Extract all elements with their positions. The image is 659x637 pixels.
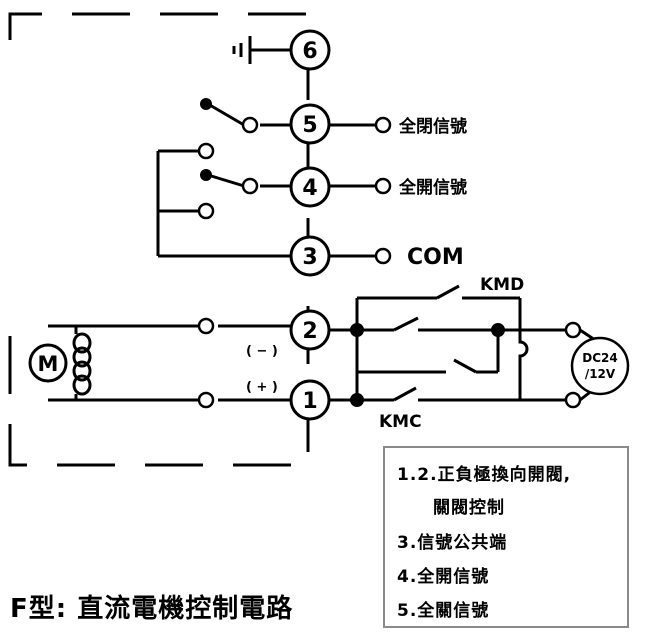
signal-end-t4 bbox=[374, 177, 392, 195]
motor-coil bbox=[72, 326, 92, 400]
legend-box: 1.2.正負極換向開閥, 關閥控制 3.信號公共端 4.全開信號 5.全關信號 bbox=[383, 446, 629, 628]
signal-label-t4: 全開信號 bbox=[398, 177, 467, 198]
svg-text:M: M bbox=[38, 352, 59, 376]
motor-contact-minus bbox=[197, 317, 215, 335]
terminal-6: 6 bbox=[289, 29, 331, 71]
dc-supply-symbol bbox=[570, 336, 630, 396]
svg-text:1: 1 bbox=[302, 389, 317, 414]
signal-label-t3: COM bbox=[407, 245, 464, 270]
supply-contact-top bbox=[564, 321, 582, 339]
page-title: F型: 直流電機控制電路 bbox=[10, 594, 294, 624]
svg-text:3: 3 bbox=[302, 245, 317, 270]
terminal-1: 1 bbox=[289, 379, 331, 421]
legend-line-2: 關閥控制 bbox=[433, 498, 505, 518]
legend-line-3: 3.信號公共端 bbox=[397, 533, 508, 553]
supply-label-2: /12V bbox=[585, 367, 616, 381]
motor-symbol bbox=[28, 343, 68, 383]
com-contact-upper bbox=[197, 142, 215, 160]
supply-contact-bottom bbox=[564, 391, 582, 409]
com-contact-lower bbox=[197, 202, 215, 220]
terminal-2: 2 bbox=[289, 309, 331, 351]
node-dot-t4 bbox=[200, 169, 212, 181]
signal-label-t5: 全閉信號 bbox=[398, 116, 467, 137]
legend-line-4: 4.全開信號 bbox=[397, 567, 490, 587]
svg-text:6: 6 bbox=[302, 39, 317, 64]
signal-end-t5 bbox=[374, 116, 392, 134]
signal-end-t3 bbox=[374, 247, 392, 265]
kmd-label: KMD bbox=[480, 275, 524, 295]
svg-text:2: 2 bbox=[302, 319, 317, 344]
polarity-plus: ( + ) bbox=[246, 380, 278, 395]
legend-line-1: 1.2.正負極換向開閥, bbox=[397, 465, 572, 485]
motor-contact-plus bbox=[197, 391, 215, 409]
terminal-4: 4 bbox=[289, 166, 331, 208]
node-dot-kmc-lower bbox=[350, 393, 364, 407]
polarity-minus: ( − ) bbox=[246, 344, 278, 359]
node-dot-t5 bbox=[200, 98, 212, 110]
svg-text:5: 5 bbox=[302, 113, 317, 138]
contact-t5 bbox=[241, 116, 259, 134]
legend-line-5: 5.全關信號 bbox=[397, 601, 490, 621]
kmc-label: KMC bbox=[379, 412, 422, 432]
svg-text:4: 4 bbox=[302, 176, 317, 201]
terminal-block: 6 5 4 3 2 1 bbox=[289, 29, 331, 421]
contact-t4 bbox=[241, 177, 259, 195]
node-dot-right bbox=[491, 323, 505, 337]
node-dot-kmd-upper bbox=[350, 323, 364, 337]
terminal-5: 5 bbox=[289, 103, 331, 145]
supply-label-1: DC24 bbox=[582, 351, 617, 365]
terminal-3: 3 bbox=[289, 235, 331, 277]
